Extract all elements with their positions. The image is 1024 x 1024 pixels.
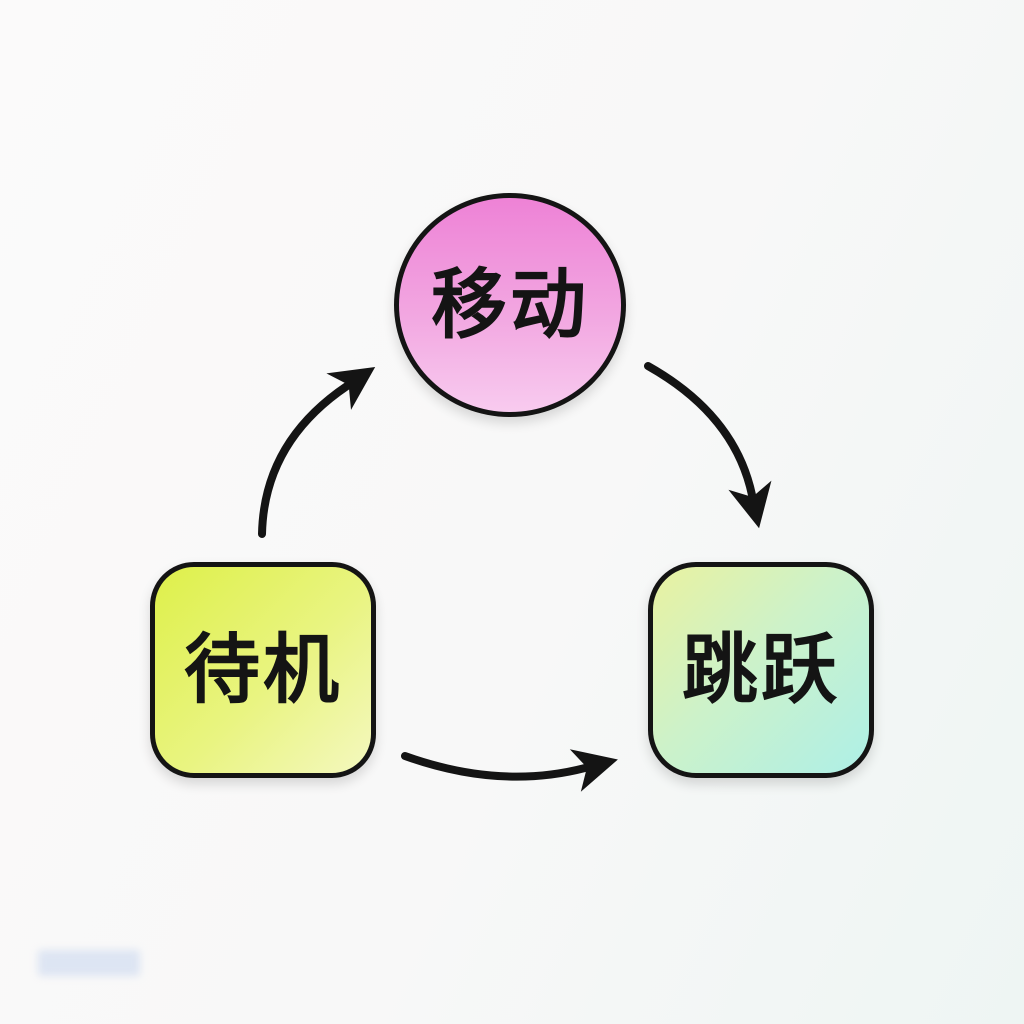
- state-label-idle: 待机: [184, 625, 342, 714]
- edge-idle-to-move-arrow: [258, 366, 376, 538]
- edge-idle-to-jump-arrow: [401, 749, 618, 792]
- state-node-move: 移动: [394, 193, 626, 417]
- edge-move-to-jump-arrow: [644, 362, 772, 529]
- state-label-move: 移动: [431, 260, 589, 349]
- state-node-jump: 跳跃: [648, 562, 874, 778]
- watermark-smudge: [38, 950, 140, 976]
- state-node-idle: 待机: [150, 562, 376, 778]
- state-label-jump: 跳跃: [682, 625, 840, 714]
